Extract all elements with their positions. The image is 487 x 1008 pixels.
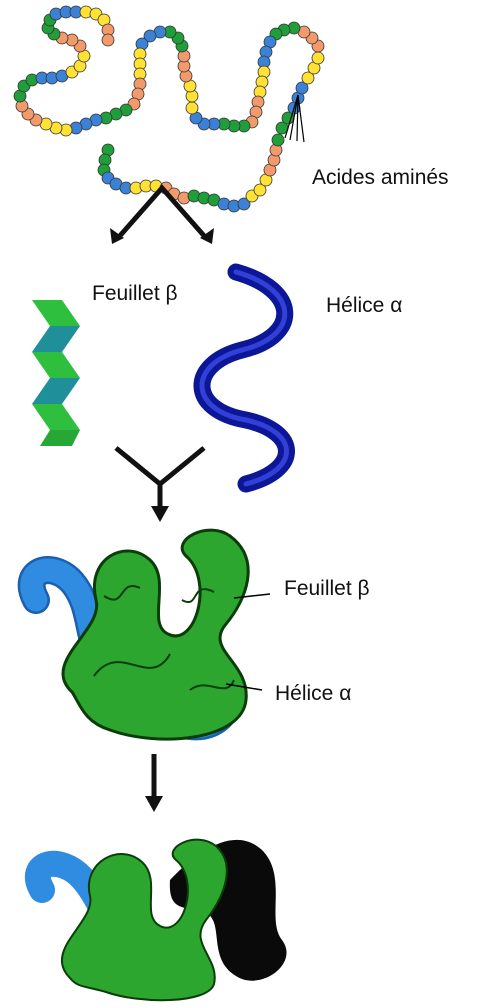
amino-acid-bead	[102, 34, 114, 46]
tertiary-beta-sheet-label: Feuillet β	[284, 577, 370, 601]
alpha-helix-icon	[202, 272, 287, 484]
down-arrow-head	[145, 796, 163, 812]
quaternary-structure	[38, 840, 287, 1001]
amino-acid-bead	[272, 134, 284, 146]
alpha-helix-label: Hélice α	[326, 294, 402, 318]
merge-arrow-head	[151, 506, 169, 522]
tertiary-structure	[32, 530, 270, 739]
tertiary-alpha-helix-label: Hélice α	[275, 682, 351, 706]
amino-acid-chain	[14, 6, 324, 212]
amino-acid-bead	[186, 102, 198, 114]
beta-sheet-label: Feuillet β	[92, 282, 178, 306]
beta-sheet-icon	[32, 300, 80, 446]
amino-acids-label: Acides aminés	[312, 166, 449, 190]
amino-acid-bead	[312, 52, 324, 64]
merge-arrow	[116, 448, 204, 510]
